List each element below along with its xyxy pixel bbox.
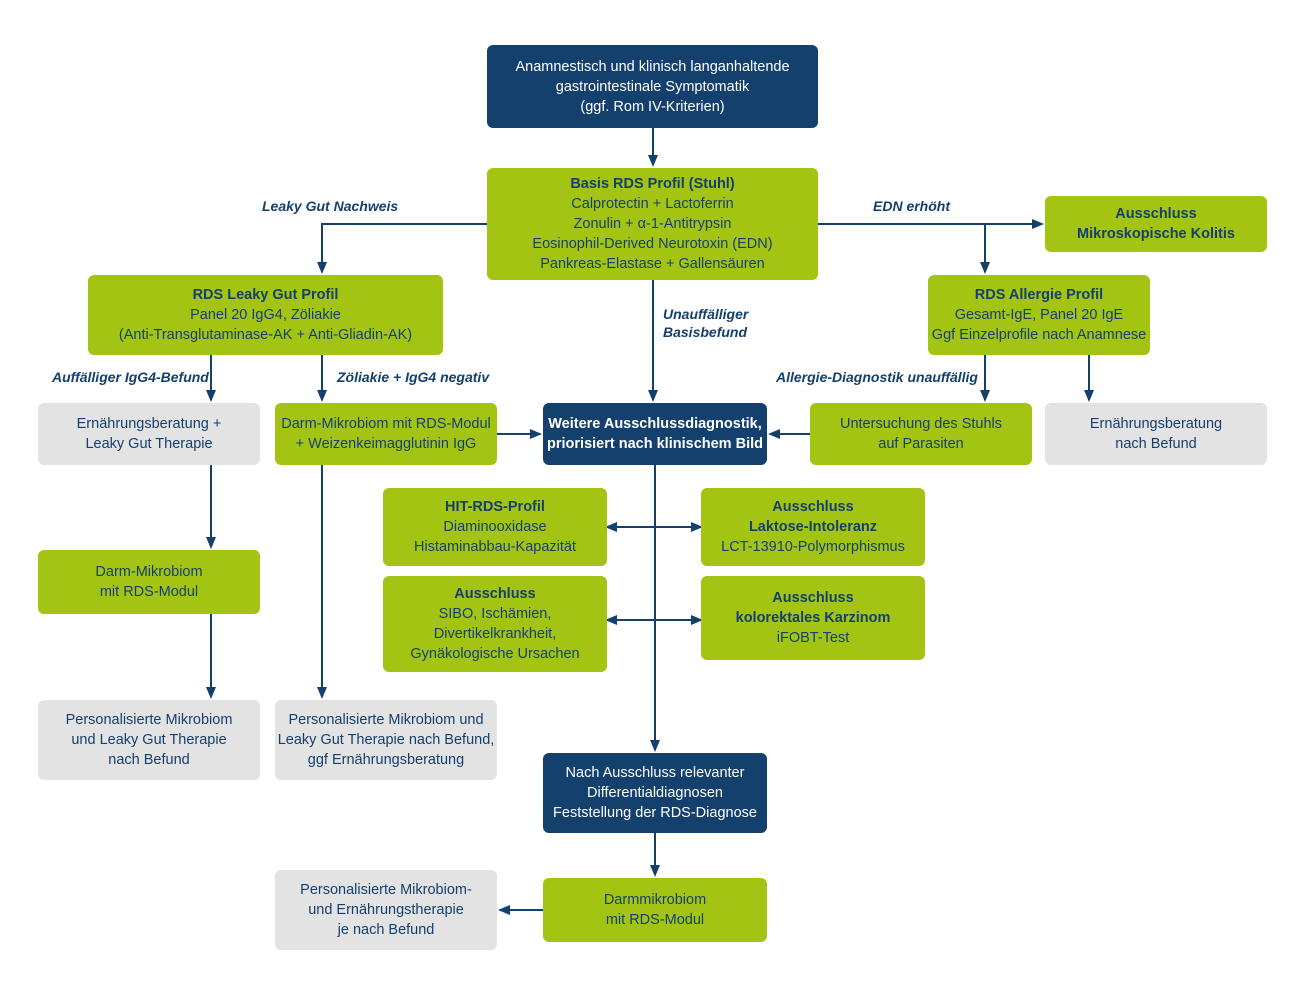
text-line: iFOBT-Test [776,630,850,646]
text-line: Laktose-Intoleranz [748,519,878,535]
node-basis-rds-profil: Basis RDS Profil (Stuhl) Calprotectin + … [487,168,818,280]
text-line: Unauffälliger [663,306,749,322]
text-line: Personalisierte Mikrobiom [65,712,233,728]
text-line: Basisbefund [663,324,748,340]
text-line: und Leaky Gut Therapie [71,732,227,748]
text-line: Leaky Gut Therapie [85,436,213,452]
text-line: RDS Leaky Gut Profil [192,287,339,303]
node-darmmikrobiom-final: Darmmikrobiom mit RDS-Modul [543,878,767,942]
arrow-basis-leaky-profil [317,223,487,274]
text-line: Differentialdiagnosen [587,785,723,801]
text-line: gastrointestinale Symptomatik [555,78,750,95]
text-line: Feststellung der RDS-Diagnose [553,805,757,821]
text-line: Nach Ausschluss relevanter [565,765,745,781]
text-line: Ausschluss [1115,206,1197,222]
node-ausschluss-kolorektales-karzinom: Ausschluss kolorektales Karzinom iFOBT-T… [701,576,925,660]
node-ernaehrungsberatung-nach-befund: Ernährungsberatung nach Befund [1045,403,1267,465]
text-line: Histaminabbau-Kapazität [413,539,576,555]
text-line: Gynäkologische Ursachen [410,646,580,662]
node-ausschluss-sibo: Ausschluss SIBO, Ischämien, Divertikelkr… [383,576,607,672]
text-line: auf Parasiten [878,436,964,452]
node-darm-mikrobiom-weizenkeimagglutinin: Darm-Mikrobiom mit RDS-Modul + Weizenkei… [275,403,497,465]
text-line: Darmmikrobiom [603,892,707,908]
edge-label-leaky-gut-nachweis: Leaky Gut Nachweis [262,198,399,214]
text-line: Diaminooxidase [443,519,547,535]
text-line: Weitere Ausschlussdiagnostik, [548,416,762,432]
text-line: Ausschluss [454,586,536,602]
edge-label-allergie-unauffaellig: Allergie-Diagnostik unauffällig [776,369,978,385]
node-darm-mikrobiom-rds-modul: Darm-Mikrobiom mit RDS-Modul [38,550,260,614]
text-line: priorisiert nach klinischem Bild [547,436,763,452]
text-line: Darm-Mikrobiom [95,564,203,580]
text-line: + Weizenkeimagglutinin IgG [295,436,477,452]
text-line: Untersuchung des Stuhls [839,416,1002,432]
text-line: Ernährungsberatung + [76,416,222,432]
text-line: Calprotectin + Lactoferrin [571,196,734,212]
edge-label-zoeliakie-igg4: Zöliakie + IgG4 negativ [337,369,490,385]
node-rds-leaky-gut-profil: RDS Leaky Gut Profil Panel 20 IgG4, Zöli… [88,275,443,355]
text-line: je nach Befund [337,922,435,938]
text-line: Ernährungsberatung [1089,416,1223,432]
edge-label-edn-erhoeht: EDN erhöht [873,198,950,214]
text-line: Ausschluss [772,499,854,515]
node-ernaehrungsberatung-leaky-gut-therapie: Ernährungsberatung + Leaky Gut Therapie [38,403,260,465]
text-line: ggf Ernährungsberatung [307,752,465,768]
text-line: Personalisierte Mikrobiom und [288,712,484,728]
edge-label-unauffaelliger-basisbefund: Unauffälliger Basisbefund [663,305,748,341]
text-line: Leaky Gut Therapie nach Befund, [277,732,495,748]
text-line: LCT-13910-Polymorphismus [721,539,905,555]
node-hit-rds-profil: HIT-RDS-Profil Diaminooxidase Histaminab… [383,488,607,566]
text-line: mit RDS-Modul [99,584,199,600]
text-line: SIBO, Ischämien, [438,606,552,622]
node-weitere-ausschlussdiagnostik: Weitere Ausschlussdiagnostik, priorisier… [543,403,767,465]
text-line: Ggf Einzelprofile nach Anamnese [931,327,1147,343]
text-line: mit RDS-Modul [605,912,705,928]
node-symptomatik: Anamnestisch und klinisch langanhaltende… [487,45,818,128]
text-line: Basis RDS Profil (Stuhl) [570,176,735,192]
text-line: nach Befund [1115,436,1197,452]
node-personalisierte-mikrobiom-ernaehrungstherapie: Personalisierte Mikrobiom- und Ernährung… [275,870,497,950]
node-untersuchung-stuhl-parasiten: Untersuchung des Stuhls auf Parasiten [810,403,1032,465]
text-line: HIT-RDS-Profil [445,499,545,515]
node-rds-allergie-profil: RDS Allergie Profil Gesamt-IgE, Panel 20… [928,275,1150,355]
text-line: (ggf. Rom IV-Kriterien) [580,98,725,115]
text-line: nach Befund [108,752,190,768]
edge-label-auffaelliger-igg4: Auffälliger IgG4-Befund [52,369,209,385]
text-line: RDS Allergie Profil [974,287,1104,303]
text-line: Divertikelkrankheit, [433,626,557,642]
text-line: Gesamt-IgE, Panel 20 IgE [954,307,1124,323]
text-line: Eosinophil-Derived Neurotoxin (EDN) [532,236,773,252]
node-ausschluss-laktose-intoleranz: Ausschluss Laktose-Intoleranz LCT-13910-… [701,488,925,566]
text-line: Pankreas-Elastase + Gallensäuren [540,256,765,272]
text-line: (Anti-Transglutaminase-AK + Anti-Gliadin… [118,327,413,343]
text-line: und Ernährungstherapie [308,902,464,918]
text-line: Panel 20 IgG4, Zöliakie [190,307,341,323]
text-line: Mikroskopische Kolitis [1077,226,1235,242]
text-line: Personalisierte Mikrobiom- [300,882,472,898]
node-personalisierte-mikrobiom-leaky-gut-therapie: Personalisierte Mikrobiom und Leaky Gut … [38,700,260,780]
text-line: Anamnestisch und klinisch langanhaltende [515,58,790,75]
node-personalisierte-therapie-nach-befund: Personalisierte Mikrobiom und Leaky Gut … [275,700,497,780]
node-ausschluss-mikroskopische-kolitis: Ausschluss Mikroskopische Kolitis [1045,196,1267,252]
node-rds-diagnose: Nach Ausschluss relevanter Differentiald… [543,753,767,833]
text-line: Zonulin + α-1-Antitrypsin [573,216,732,232]
text-line: Darm-Mikrobiom mit RDS-Modul [281,416,491,432]
text-line: kolorektales Karzinom [735,610,891,626]
text-line: Ausschluss [772,590,854,606]
